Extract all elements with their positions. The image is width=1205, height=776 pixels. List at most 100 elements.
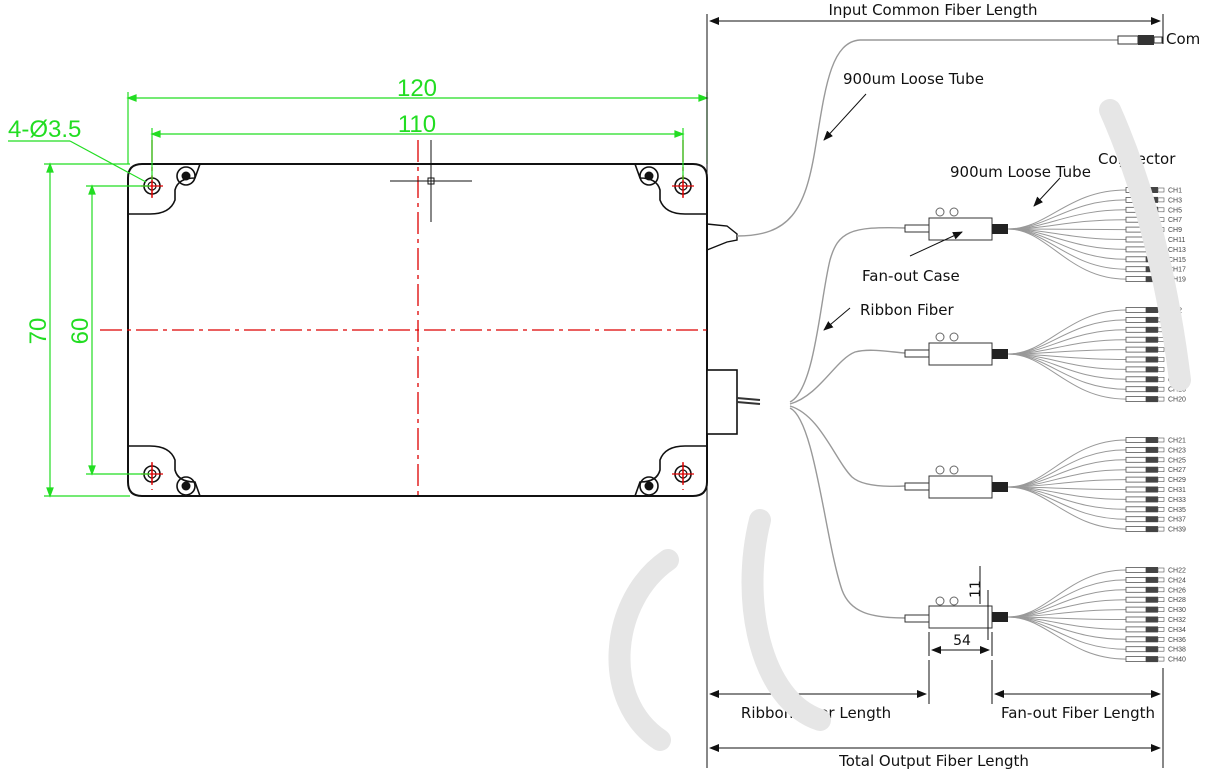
channel-label: CH31 [1168,487,1186,494]
ribbon-fiber-label: Ribbon Fiber [860,301,955,319]
channel-connector [1125,486,1165,493]
dim-110: 110 [398,111,436,138]
fanout-fiber [1007,616,1127,660]
fanout-case-3 [904,465,1008,499]
channel-label: CH38 [1168,647,1186,654]
fanout-bundles: CH1CH3CH5CH7CH9CH11CH13CH15CH17CH19CH2CH… [1007,187,1186,664]
channel-label: CH1 [1168,188,1182,195]
dim-120: 120 [397,75,437,102]
input-fiber [736,39,1120,237]
fanout-fiber-length: Fan-out Fiber Length [1001,704,1155,722]
channel-connector [1125,356,1165,363]
channel-connector [1125,386,1165,393]
channel-label: CH33 [1168,497,1186,504]
channel-label: CH11 [1168,237,1185,244]
channel-connector [1125,326,1165,333]
fanout-fiber [1007,439,1127,488]
fanout-case-1 [904,207,1008,241]
port-ribbon [706,369,761,435]
channel-label: CH26 [1168,587,1186,594]
dim-holes: 4-Ø3.5 [8,116,81,143]
com-label: Com [1166,30,1200,48]
watermark [608,99,1191,751]
channel-connector [1125,476,1165,483]
channel-label: CH15 [1168,257,1186,264]
fanout-fiber [1007,228,1127,260]
channel-connector [1125,516,1165,523]
channel-connector [1125,346,1165,353]
channel-label: CH23 [1168,447,1186,454]
ribbon-fibers [789,226,906,619]
fanout-case-2 [904,332,1008,366]
fanout-fiber [1007,353,1127,380]
hole-crosses [141,175,694,485]
com-connector [1117,35,1163,45]
bottom-dimensions [709,660,1164,768]
channel-connector [1125,506,1165,513]
channel-label: CH40 [1168,657,1186,664]
channel-connector [1125,656,1165,663]
channel-label: CH13 [1168,247,1186,254]
dim-70: 70 [25,318,52,345]
case-dim-width: 54 [953,633,971,649]
fanout-fiber [1007,199,1127,230]
channel-connector [1125,596,1165,603]
case-dim-height: 11 [968,580,984,598]
channel-label: CH3 [1168,197,1182,204]
channel-label: CH7 [1168,217,1182,224]
channel-label: CH34 [1168,627,1186,634]
channel-label: CH25 [1168,457,1186,464]
channel-connector [1125,446,1165,453]
channel-label: CH36 [1168,637,1186,644]
channel-connector [1125,496,1165,503]
channel-label: CH19 [1168,277,1186,284]
leader-lines [823,93,1149,331]
channel-label: CH39 [1168,527,1186,534]
total-output-fiber-length: Total Output Fiber Length [838,752,1029,770]
channel-connector [1125,437,1165,443]
channel-label: CH27 [1168,467,1186,474]
channel-label: CH35 [1168,507,1186,514]
channel-connector [1125,606,1165,613]
channel-label: CH9 [1168,227,1182,234]
fanout-fiber [1007,616,1127,650]
case-dimension [928,566,993,656]
channel-connector [1125,456,1165,463]
fanout-case-label: Fan-out Case [862,267,960,285]
channel-connector [1125,636,1165,643]
channel-connector [1125,567,1165,573]
channel-label: CH29 [1168,477,1186,484]
port-common [706,223,738,256]
crosshair-marker [390,140,472,222]
channel-connector [1125,376,1165,383]
channel-label: CH37 [1168,517,1186,524]
fanout-fiber [1007,486,1127,530]
channel-connector [1125,466,1165,473]
fanout-fiber [1007,569,1127,618]
channel-connector [1125,366,1165,373]
input-length-dim [709,14,1164,44]
input-common-fiber-length: Input Common Fiber Length [828,1,1037,19]
loose-tube-label-1: 900um Loose Tube [843,70,984,88]
fanout-fiber [1007,309,1127,355]
channel-label: CH24 [1168,577,1186,584]
fanout-case-4 [904,596,1008,629]
channel-connector [1125,646,1165,653]
channel-label: CH30 [1168,607,1186,614]
channel-connector [1125,586,1165,593]
fanout-fiber [1007,319,1127,355]
channel-label: CH5 [1168,207,1182,214]
channel-connector [1125,576,1165,583]
fanout-fiber [1007,228,1127,280]
channel-label: CH22 [1168,568,1186,575]
channel-connector [1125,626,1165,633]
fanout-fiber [1007,579,1127,618]
channel-label: CH28 [1168,597,1186,604]
channel-label: CH20 [1168,397,1186,404]
channel-label: CH32 [1168,617,1186,624]
fanout-fiber [1007,486,1127,520]
dimension-lines [8,92,709,498]
channel-connector [1125,526,1165,533]
